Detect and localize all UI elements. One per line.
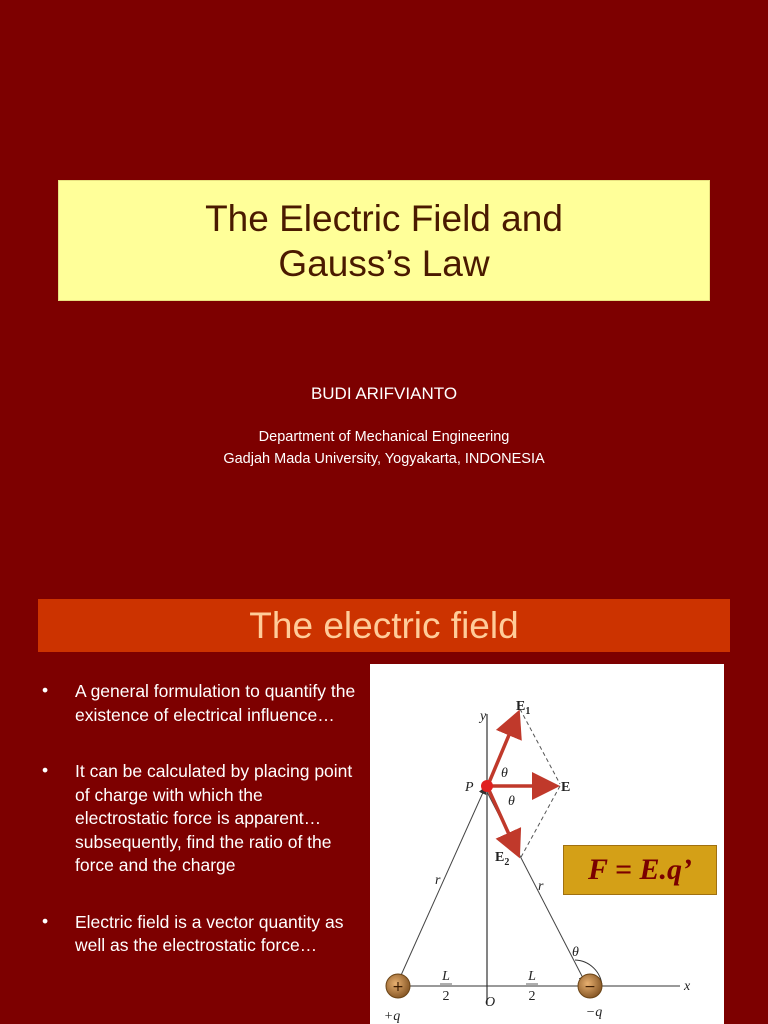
affiliation: Department of Mechanical Engineering Gad… — [0, 426, 768, 470]
bullet-dot: • — [42, 680, 49, 700]
l-num-right: L — [527, 969, 536, 984]
e2-vector — [486, 787, 522, 859]
minus-sign: − — [584, 979, 596, 995]
bullet-dot: • — [42, 760, 49, 780]
negative-charge — [577, 973, 603, 999]
electric-dipole-figure: + − E1 y P θ θ E E2 r r θ x L 2 L 2 O +q… — [370, 664, 724, 1024]
plus-q-label: +q — [384, 1009, 400, 1024]
r-right-label: r — [538, 879, 544, 894]
bullet-item: • It can be calculated by placing point … — [40, 760, 360, 878]
dipole-diagram: + − E1 y P θ θ E E2 r r θ x L 2 L 2 O +q… — [384, 699, 691, 1024]
positive-charge — [385, 973, 411, 999]
theta-top-label: θ — [501, 766, 508, 781]
bullet-item: • A general formulation to quantify the … — [40, 680, 360, 727]
e1-label: E1 — [516, 699, 530, 717]
bullet-dot: • — [42, 910, 49, 931]
section-heading-text: The electric field — [249, 604, 519, 646]
point-p — [481, 780, 493, 792]
plus-sign: + — [392, 979, 404, 995]
minus-q-label: −q — [586, 1005, 602, 1020]
title-line-2: Gauss’s Law — [278, 242, 490, 284]
bullet-text: Electric field is a vector quantity as w… — [75, 911, 344, 956]
affiliation-line-1: Department of Mechanical Engineering — [258, 429, 510, 445]
formula-box: F = E.q’ — [563, 845, 717, 895]
origin-label: O — [485, 995, 495, 1010]
bullet-list: • A general formulation to quantify the … — [40, 680, 360, 991]
p-label: P — [464, 780, 474, 795]
bullet-item: • Electric field is a vector quantity as… — [40, 911, 360, 958]
l-den-right: 2 — [529, 989, 536, 1004]
affiliation-line-2: Gadjah Mada University, Yogyakarta, INDO… — [223, 451, 545, 467]
author-name: BUDI ARIFVIANTO — [310, 384, 458, 403]
e1-vector — [486, 709, 522, 786]
title-line-1: The Electric Field and — [205, 197, 563, 239]
l-den-left: 2 — [443, 989, 450, 1004]
r-left-label: r — [435, 873, 441, 888]
x-label: x — [683, 979, 691, 994]
l-num-left: L — [441, 969, 450, 984]
section-heading: The electric field — [38, 599, 730, 652]
y-label: y — [478, 709, 487, 724]
theta-bottom-label: θ — [572, 945, 579, 960]
theta-mid-label: θ — [508, 794, 515, 809]
r-left-line — [397, 786, 487, 983]
bullet-text: It can be calculated by placing point of… — [75, 761, 353, 875]
formula-text: F = E.q’ — [587, 853, 693, 886]
dashed-guide-top — [519, 708, 561, 785]
title-box: The Electric Field and Gauss’s Law — [58, 180, 710, 301]
e-label: E — [561, 780, 570, 795]
e2-label: E2 — [495, 850, 509, 868]
bullet-text: A general formulation to quantify the ex… — [75, 681, 356, 725]
dashed-guide-bottom — [519, 785, 561, 860]
